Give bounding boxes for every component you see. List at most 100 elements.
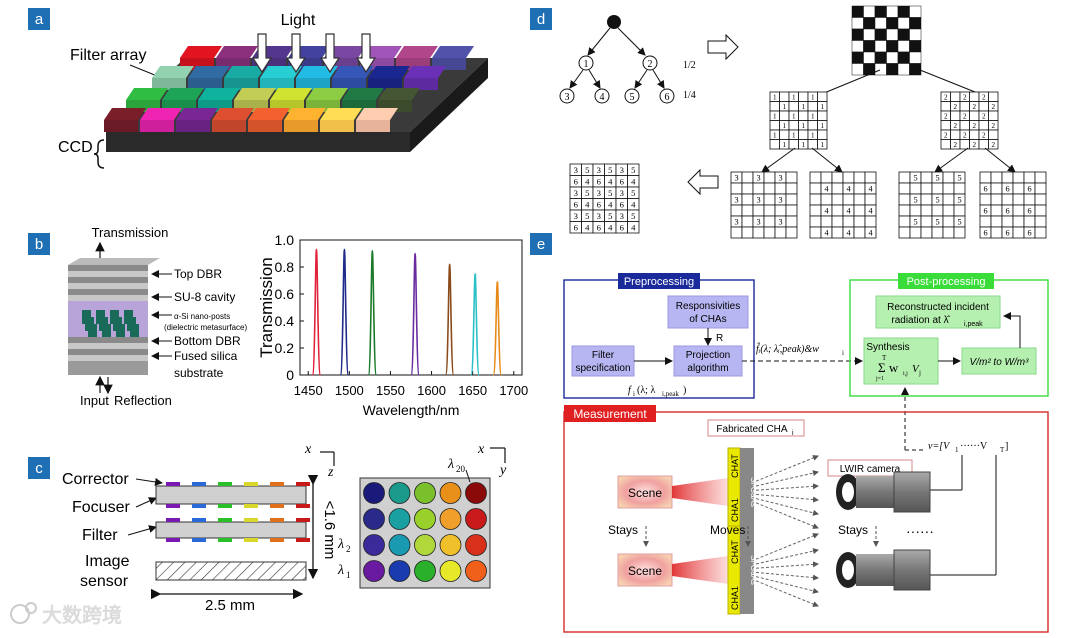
lens-stripe xyxy=(244,504,258,508)
filter-circle xyxy=(465,560,487,582)
filter-tile-top xyxy=(432,46,474,58)
grid-cell xyxy=(950,129,961,140)
grid-cell xyxy=(788,120,799,131)
grid-cell-value: 2 xyxy=(991,141,995,149)
filter-circle xyxy=(363,508,385,530)
grid-cell-value: 5 xyxy=(935,174,939,183)
grid-cell xyxy=(798,110,809,121)
grid-cell xyxy=(1034,226,1047,239)
light-arrow-icon xyxy=(355,33,377,74)
grid-cell-value: 5 xyxy=(957,196,961,205)
grid-cell-value: 6 xyxy=(983,207,987,216)
filter-tile xyxy=(320,120,354,132)
panel-label-d: d xyxy=(530,8,552,30)
lens-stripe xyxy=(244,482,258,486)
grid-cell xyxy=(1012,182,1025,195)
grid-cell-value: 3 xyxy=(574,165,578,175)
reflection-label: Reflection xyxy=(114,393,172,408)
filter-circle xyxy=(414,534,436,556)
tree-node xyxy=(642,55,658,71)
grid-cell xyxy=(969,110,980,121)
sum-expression: Σ w T j=1 i,j V j xyxy=(875,354,921,382)
grid-cell xyxy=(1023,193,1036,206)
grid-cell-value: 6 xyxy=(1005,207,1009,216)
grid-cell-value: 5 xyxy=(631,211,635,221)
grid-cell xyxy=(785,226,798,239)
moves-label: Moves xyxy=(710,523,745,537)
lens-stripe xyxy=(218,482,232,486)
grid-cell-value: 6 xyxy=(597,222,602,232)
grid-cell-value: 3 xyxy=(756,174,760,183)
grid-cell xyxy=(978,120,989,131)
grid-cell-value: 1 xyxy=(782,122,786,130)
filter-array-label: Filter array xyxy=(70,47,146,64)
grid-cell xyxy=(809,204,822,217)
filter-tile-top xyxy=(234,88,276,100)
checker-cell xyxy=(863,17,876,30)
grid-cell-value: 5 xyxy=(957,174,961,183)
filter-tile-top xyxy=(162,88,204,100)
grid-cell xyxy=(990,215,1003,228)
tree-node xyxy=(578,55,594,71)
grid-cell-value: 6 xyxy=(620,222,625,232)
grid-cell xyxy=(763,204,776,217)
svg-text:20: 20 xyxy=(456,464,466,474)
grid-cell xyxy=(959,101,970,112)
filter-tile-top xyxy=(152,66,194,78)
grid-cell xyxy=(942,193,955,206)
grid-cell-value: 6 xyxy=(574,199,579,209)
filter-circle xyxy=(439,560,462,582)
dbr-layer xyxy=(68,271,148,277)
grid-cell-value: 4 xyxy=(631,176,636,186)
grid-cell xyxy=(831,215,844,228)
svg-text:e: e xyxy=(537,236,545,253)
grid-cell-value: 2 xyxy=(944,112,948,120)
grid-cell-value: 1 xyxy=(801,103,805,111)
watermark: 大数跨境 xyxy=(10,602,122,627)
grid-cell xyxy=(940,101,951,112)
grid-cell xyxy=(864,215,877,228)
x-tick-label: 1550 xyxy=(376,383,405,398)
grid-cell xyxy=(942,215,955,228)
left-arrow-icon xyxy=(687,168,719,196)
axis-y-label: y xyxy=(498,463,507,478)
filter-tile-top xyxy=(342,88,384,100)
lens-stripe xyxy=(192,504,206,508)
postprocessing-tab xyxy=(898,273,994,289)
grid-cell xyxy=(990,182,1003,195)
grid-cell xyxy=(990,226,1003,239)
scatter-ray xyxy=(755,498,819,516)
filter-tile-top xyxy=(188,66,230,78)
scatter-ray xyxy=(755,580,819,607)
cha-label: CHA1 xyxy=(730,498,740,522)
grid-cell-value: 4 xyxy=(585,222,590,232)
grid-cell xyxy=(1034,182,1047,195)
grid-cell-value: 6 xyxy=(983,229,987,238)
grid-cell-value: 4 xyxy=(846,185,850,194)
reconstructed-box xyxy=(875,295,1001,329)
si-gaas-label: Si-GaAs xyxy=(749,477,758,507)
camera-body xyxy=(856,476,894,508)
checker-cell xyxy=(851,17,864,30)
lens-stripe xyxy=(192,482,206,486)
svg-text:Σ w: Σ w xyxy=(878,360,899,375)
tree-edge xyxy=(588,69,601,89)
filter-tile xyxy=(260,78,294,90)
grid-cell-value: 3 xyxy=(597,188,601,198)
grid-cell xyxy=(942,204,955,217)
svg-text:f: f xyxy=(628,385,632,396)
filter-tile-top xyxy=(306,88,348,100)
checker-cell xyxy=(897,17,910,30)
grid-cell xyxy=(741,171,754,184)
input-label: Input xyxy=(80,393,109,408)
filter-circle xyxy=(363,482,385,504)
sensor-label: sensor xyxy=(80,573,129,590)
checker-cell xyxy=(886,63,899,76)
grid-cell xyxy=(979,193,992,206)
